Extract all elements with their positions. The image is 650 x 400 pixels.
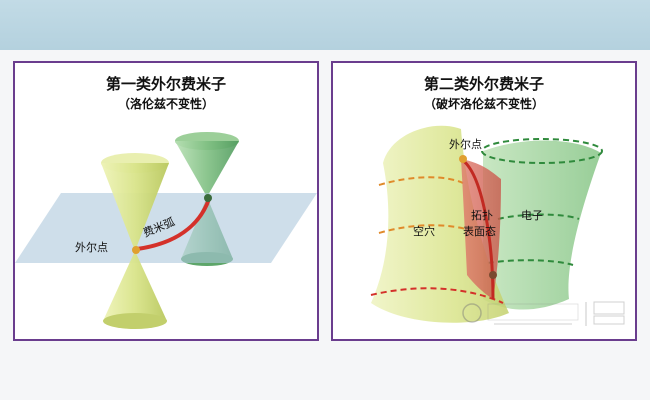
weyl-point-upper xyxy=(459,155,467,163)
topo-label-line2: 表面态 xyxy=(463,224,496,238)
electron-label: 电子 xyxy=(521,209,543,222)
yellow-cone xyxy=(101,153,169,329)
type2-title: 第二类外尔费米子 xyxy=(423,75,544,93)
surface-plane xyxy=(15,193,317,263)
weyl-point-left xyxy=(132,246,140,254)
topo-label-line1: 拓扑 xyxy=(471,208,493,222)
fermi-arc xyxy=(136,198,211,251)
weyl-point-lower xyxy=(489,271,497,279)
weyl-point-label: 外尔点 xyxy=(75,241,108,254)
type1-diagram: 外尔点 费米弧 xyxy=(15,132,317,329)
hole-label: 空穴 xyxy=(413,224,435,238)
university-watermark-logo xyxy=(462,298,642,330)
type2-subtitle: （破坏洛伦兹不变性） xyxy=(423,97,544,111)
type2-weyl-panel: 外尔点 空穴 拓扑 表面态 电子 第二类外尔费米子 （破坏洛伦兹不变性） xyxy=(331,61,637,341)
header-band xyxy=(0,0,650,50)
watermark-seal xyxy=(462,301,625,326)
type2-diagram: 外尔点 空穴 拓扑 表面态 电子 xyxy=(370,125,603,323)
type1-weyl-panel: 外尔点 费米弧 第一类外尔费米子 （洛伦兹不变性） xyxy=(13,61,319,341)
weyl-point-right xyxy=(204,194,212,202)
electron-surface xyxy=(481,138,603,310)
type2-weyl-point-label: 外尔点 xyxy=(449,138,482,151)
type1-subtitle: （洛伦兹不变性） xyxy=(117,97,214,111)
type1-title: 第一类外尔费米子 xyxy=(105,75,226,93)
